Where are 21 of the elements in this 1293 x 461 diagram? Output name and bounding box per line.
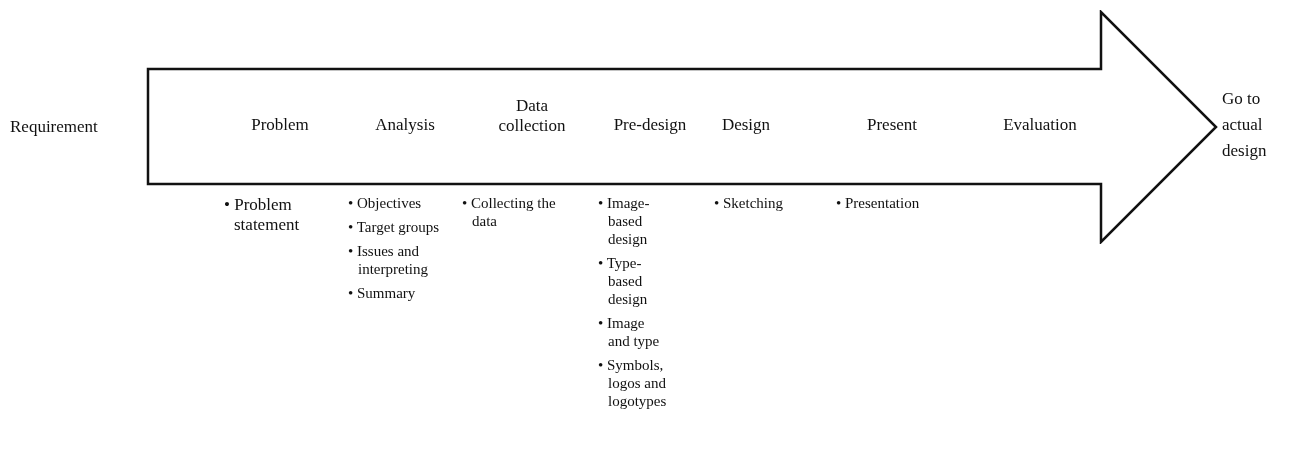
stage-label: Evaluation bbox=[1002, 115, 1078, 135]
stage-label: Problem bbox=[250, 115, 310, 135]
bullet-item: • Target groups bbox=[348, 218, 441, 236]
bullet-item: • Sketching bbox=[714, 194, 784, 212]
bullet-item: • Image-based design bbox=[598, 194, 651, 248]
bullet-item: • Symbols, logos and logotypes bbox=[598, 356, 668, 410]
stage-label: Present bbox=[865, 115, 918, 135]
bullet-item: • Summary bbox=[348, 284, 417, 302]
stage-label: Analysis bbox=[374, 115, 436, 135]
stage-label: Data collection bbox=[497, 96, 567, 136]
input-label: Requirement bbox=[10, 116, 99, 138]
bullet-item: • Issues and interpreting bbox=[348, 242, 429, 278]
bullet-item: • Collecting the data bbox=[462, 194, 557, 230]
bullet-item: • Objectives bbox=[348, 194, 423, 212]
stage-label: Pre-design bbox=[612, 115, 688, 135]
stage-label: Design bbox=[720, 115, 772, 135]
bullet-item: • Type-based design bbox=[598, 254, 649, 308]
bullet-item: • Presentation bbox=[836, 194, 921, 212]
bullet-item: • Image and type bbox=[598, 314, 661, 350]
output-label: Go to actual design bbox=[1222, 88, 1268, 162]
bullet-item: • Problem statement bbox=[224, 195, 301, 235]
